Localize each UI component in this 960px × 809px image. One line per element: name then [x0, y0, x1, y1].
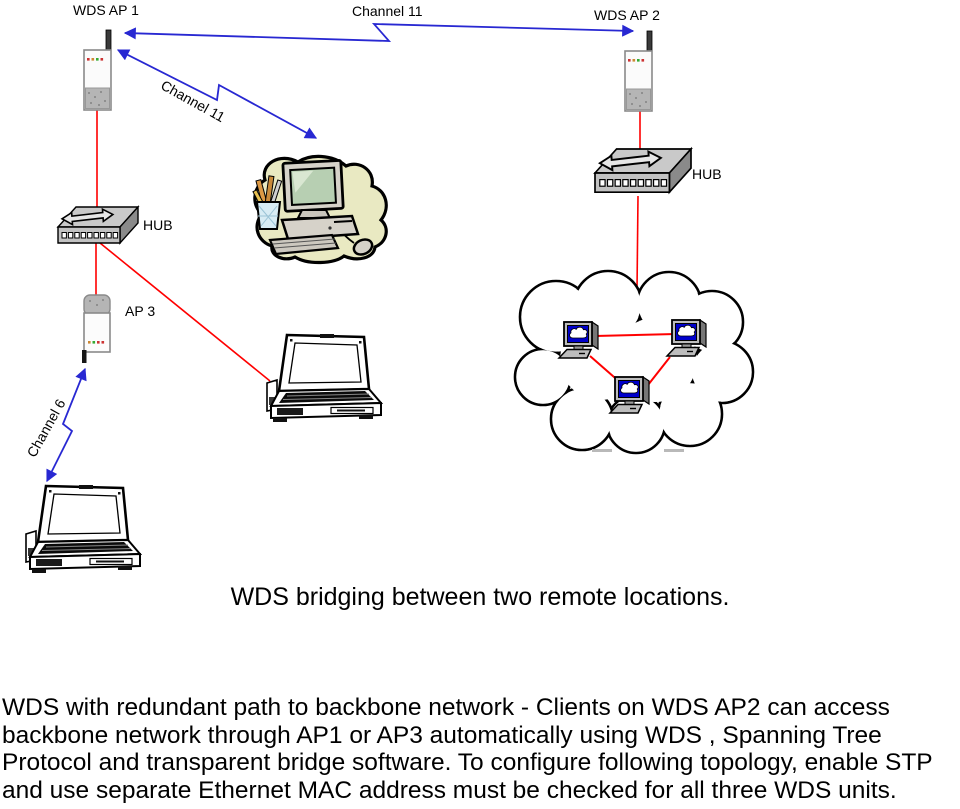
wireless-link-ap1-ap2: [123, 23, 635, 42]
description-line: backbone network through AP1 or AP3 auto…: [2, 721, 882, 749]
access-point-icon-wds-ap2: [624, 30, 653, 112]
label-wds-ap1: WDS AP 1: [73, 2, 139, 18]
link-hub2-cloud: [636, 195, 639, 292]
pencil-cup: [252, 175, 283, 230]
network-cloud-icon: [513, 269, 755, 455]
ap-leds: [88, 341, 105, 344]
label-channel11-top: Channel 11: [352, 3, 423, 19]
label-ap3: AP 3: [125, 303, 156, 319]
description-paragraph: WDS with redundant path to backbone netw…: [2, 694, 960, 804]
wireless-link-ap3-laptop: [46, 367, 87, 483]
laptop-icon-bottom-left: [24, 483, 142, 575]
label-hub-right: HUB: [692, 166, 722, 182]
mouse: [352, 238, 374, 256]
description-line: WDS with redundant path to backbone netw…: [2, 694, 890, 721]
laptop-icon-middle: [265, 332, 383, 424]
ethernet-link-line: [95, 108, 641, 382]
description-line: Protocol and transparent bridge software…: [2, 749, 933, 776]
network-topology-diagram: [24, 23, 755, 575]
wireless-link-arrow: [46, 23, 635, 483]
figure-caption: WDS bridging between two remote location…: [230, 583, 730, 611]
description-line: and use separate Ethernet MAC address mu…: [2, 776, 897, 804]
link-hub1-laptop: [99, 242, 271, 382]
label-wds-ap2: WDS AP 2: [594, 7, 660, 23]
access-point-icon-wds-ap1: [83, 29, 112, 111]
access-point-icon-ap3: [82, 294, 111, 363]
monitor: [281, 159, 345, 213]
wireless-link-ap1-desktop: [116, 49, 318, 139]
hub-icon-left: [57, 206, 139, 244]
desktop-computer-icon: [252, 154, 388, 265]
label-hub-left: HUB: [143, 217, 173, 233]
keyboard: [268, 233, 340, 256]
hub-icon-right: [594, 148, 692, 194]
